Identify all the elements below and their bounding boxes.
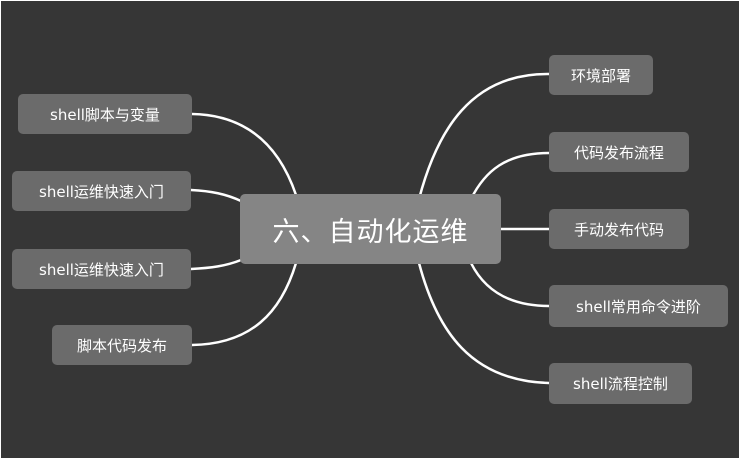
branch-right-2[interactable]: 代码发布流程 <box>549 132 689 172</box>
branch-label: shell运维快速入门 <box>39 260 164 279</box>
branch-right-4[interactable]: shell常用命令进阶 <box>549 285 728 327</box>
branch-right-1[interactable]: 环境部署 <box>549 55 653 95</box>
connector-right-2 <box>469 151 551 201</box>
branch-right-3[interactable]: 手动发布代码 <box>549 209 689 249</box>
branch-label: shell常用命令进阶 <box>576 297 701 316</box>
connector-right-5 <box>417 261 551 385</box>
branch-label: shell运维快速入门 <box>39 182 164 201</box>
branch-left-2[interactable]: shell运维快速入门 <box>12 171 191 211</box>
branch-left-4[interactable]: 脚本代码发布 <box>52 325 192 365</box>
branch-left-3[interactable]: shell运维快速入门 <box>12 249 191 289</box>
branch-label: 代码发布流程 <box>573 143 664 162</box>
connector-left-2 <box>189 188 243 203</box>
branch-label: shell脚本与变量 <box>50 105 160 124</box>
branch-left-1[interactable]: shell脚本与变量 <box>18 94 192 134</box>
center-topic-label: 六、自动化运维 <box>272 216 469 248</box>
connector-right-1 <box>417 72 551 201</box>
branch-label: shell流程控制 <box>573 375 668 393</box>
connector-left-1 <box>190 112 298 197</box>
branch-label: 环境部署 <box>570 66 631 85</box>
center-topic[interactable]: 六、自动化运维 <box>240 194 501 264</box>
branch-label: 手动发布代码 <box>573 220 664 239</box>
connector-right-4 <box>469 261 551 308</box>
branch-right-5[interactable]: shell流程控制 <box>549 363 692 404</box>
connector-left-4 <box>190 261 298 347</box>
connector-left-3 <box>189 258 243 271</box>
branch-label: 脚本代码发布 <box>76 336 167 355</box>
